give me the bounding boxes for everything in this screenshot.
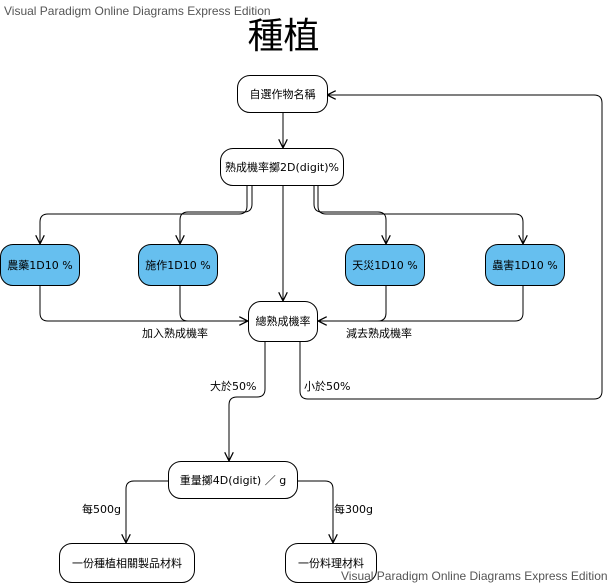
label-per-500g: 每500g <box>82 503 121 516</box>
node-pesticide[interactable]: 農藥1D10 % <box>0 244 80 286</box>
node-roll-weight[interactable]: 重量擲4D(digit) ／ g <box>168 461 298 499</box>
edge-pest-to-total <box>319 286 524 322</box>
edge-total-loop-back <box>299 95 603 400</box>
watermark-bottom: Visual Paradigm Online Diagrams Express … <box>341 569 608 583</box>
label-per-300g: 每300g <box>334 503 373 516</box>
label-subtract-ripeness: 減去熟成機率 <box>346 327 412 340</box>
watermark-top: Visual Paradigm Online Diagrams Express … <box>4 4 271 18</box>
diagram-title: 種植 <box>247 16 320 57</box>
node-disaster[interactable]: 天災1D10 % <box>345 244 425 286</box>
edge-weight-to-product <box>126 480 168 542</box>
edge-weight-to-cooking <box>298 480 333 542</box>
edge-disaster-to-total <box>319 286 387 321</box>
node-product-material[interactable]: 一份種植相關製品材料 <box>59 543 195 583</box>
edge-roll-to-disaster <box>313 186 386 243</box>
node-total-ripeness[interactable]: 總熟成機率 <box>248 301 318 342</box>
node-roll-ripeness[interactable]: 熟成機率擲2D(digit)% <box>220 148 344 186</box>
node-pest[interactable]: 蟲害1D10 % <box>485 244 565 286</box>
node-select-crop[interactable]: 自選作物名稱 <box>237 75 328 113</box>
node-fertilize[interactable]: 施作1D10 % <box>138 244 218 286</box>
label-add-ripeness: 加入熟成機率 <box>142 327 208 340</box>
label-over-50: 大於50% <box>210 380 257 393</box>
edge-total-to-weight <box>229 342 266 460</box>
edge-roll-to-pesticide <box>40 186 248 243</box>
edge-roll-to-pest <box>317 186 523 243</box>
node-cooking-material[interactable]: 一份料理材料 <box>285 543 377 583</box>
edge-pesticide-to-total <box>39 286 247 321</box>
edge-fertilize-to-total <box>179 286 247 322</box>
label-under-50: 小於50% <box>304 380 351 393</box>
edge-roll-to-fertilize <box>180 186 253 243</box>
